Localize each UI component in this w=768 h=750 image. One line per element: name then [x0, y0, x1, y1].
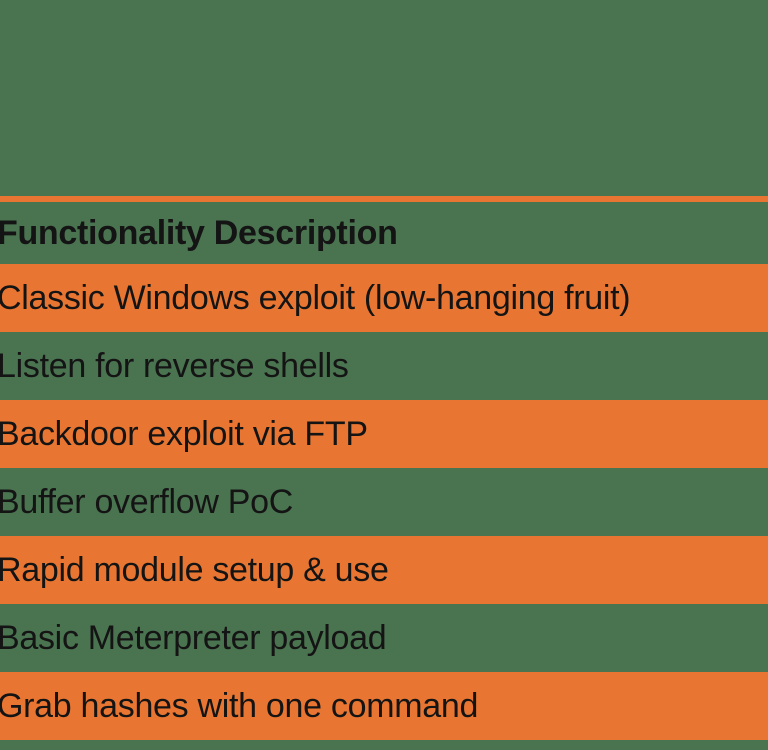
row-label: Backdoor exploit via FTP: [0, 415, 368, 453]
table-header-label: Functionality Description: [0, 214, 398, 252]
table-row: Classic Windows exploit (low-hanging fru…: [0, 264, 768, 332]
table-row: Basic Meterpreter payload: [0, 604, 768, 672]
row-label: Listen for reverse shells: [0, 347, 349, 385]
row-label: Basic Meterpreter payload: [0, 619, 387, 657]
table-row: Grab hashes with one command: [0, 672, 768, 740]
row-label: Rapid module setup & use: [0, 551, 389, 589]
table-row: Rapid module setup & use: [0, 536, 768, 604]
row-label: Classic Windows exploit (low-hanging fru…: [0, 279, 631, 317]
divider-line: [0, 196, 768, 202]
table-row: Buffer overflow PoC: [0, 468, 768, 536]
row-label: Buffer overflow PoC: [0, 483, 294, 521]
functionality-table: Functionality Description Classic Window…: [0, 202, 768, 740]
row-label: Grab hashes with one command: [0, 687, 479, 725]
table-row: Backdoor exploit via FTP: [0, 400, 768, 468]
table-row: Listen for reverse shells: [0, 332, 768, 400]
table-header-row: Functionality Description: [0, 202, 768, 264]
